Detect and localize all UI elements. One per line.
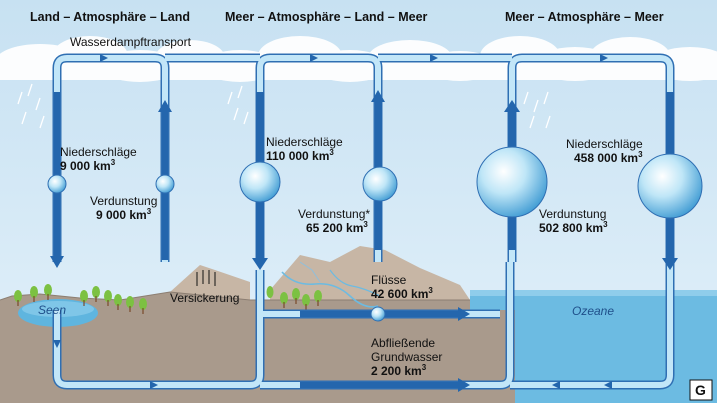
land-verdunstung-value: 9 000 km3	[96, 207, 152, 223]
fluesse-label: Flüsse	[371, 273, 407, 287]
grundwasser-value: 2 200 km3	[371, 363, 427, 379]
ml-niederschlag-value: 110 000 km3	[266, 148, 334, 164]
drop-meer-niederschlag	[637, 153, 703, 219]
meer-niederschlag-value: 458 000 km3	[574, 150, 643, 166]
infiltration-arrows	[196, 270, 216, 286]
pipe-fill	[54, 55, 673, 388]
land-niederschlag-label: Niederschläge	[60, 145, 137, 159]
land-verdunstung-label: Verdunstung	[90, 194, 158, 208]
ml-verdunstung-value: 65 200 km3	[306, 220, 368, 236]
drop-land-niederschlag	[47, 174, 67, 194]
drop-land-verdunstung	[155, 174, 175, 194]
rain-streaks	[17, 83, 551, 129]
seen-label: Seen	[38, 303, 67, 317]
drop-meer-verdunstung	[476, 146, 548, 218]
ml-niederschlag-label: Niederschläge	[266, 135, 343, 149]
river	[281, 271, 379, 308]
header-meer: Meer – Atmosphäre – Meer	[505, 10, 664, 24]
drop-ml-niederschlag	[239, 161, 281, 203]
ml-verdunstung-label: Verdunstung*	[298, 207, 371, 221]
meer-niederschlag-label: Niederschläge	[566, 137, 643, 151]
fluesse-value: 42 600 km3	[371, 286, 433, 302]
header-meer-land: Meer – Atmosphäre – Land – Meer	[225, 10, 428, 24]
mountain-right	[270, 246, 470, 300]
land-niederschlag-value: 9 000 km3	[60, 158, 116, 174]
meer-verdunstung-value: 502 800 km3	[539, 220, 608, 236]
mountain-left	[170, 265, 250, 300]
small-arrowheads	[53, 54, 612, 389]
header-land: Land – Atmosphäre – Land	[30, 10, 190, 24]
versickerung-label: Versickerung	[170, 291, 240, 305]
meer-verdunstung-label: Verdunstung	[539, 207, 607, 221]
grundwasser-label-1: Abfließende	[371, 336, 436, 350]
grundwasser-label-2: Grundwasser	[371, 350, 443, 364]
logo-letter: G	[695, 382, 706, 398]
drop-ml-verdunstung	[362, 166, 398, 202]
logo-box	[689, 379, 713, 401]
transport-label: Wasserdampftransport	[70, 35, 191, 49]
ozeane-label: Ozeane	[572, 304, 615, 318]
drop-fluesse	[370, 306, 386, 322]
